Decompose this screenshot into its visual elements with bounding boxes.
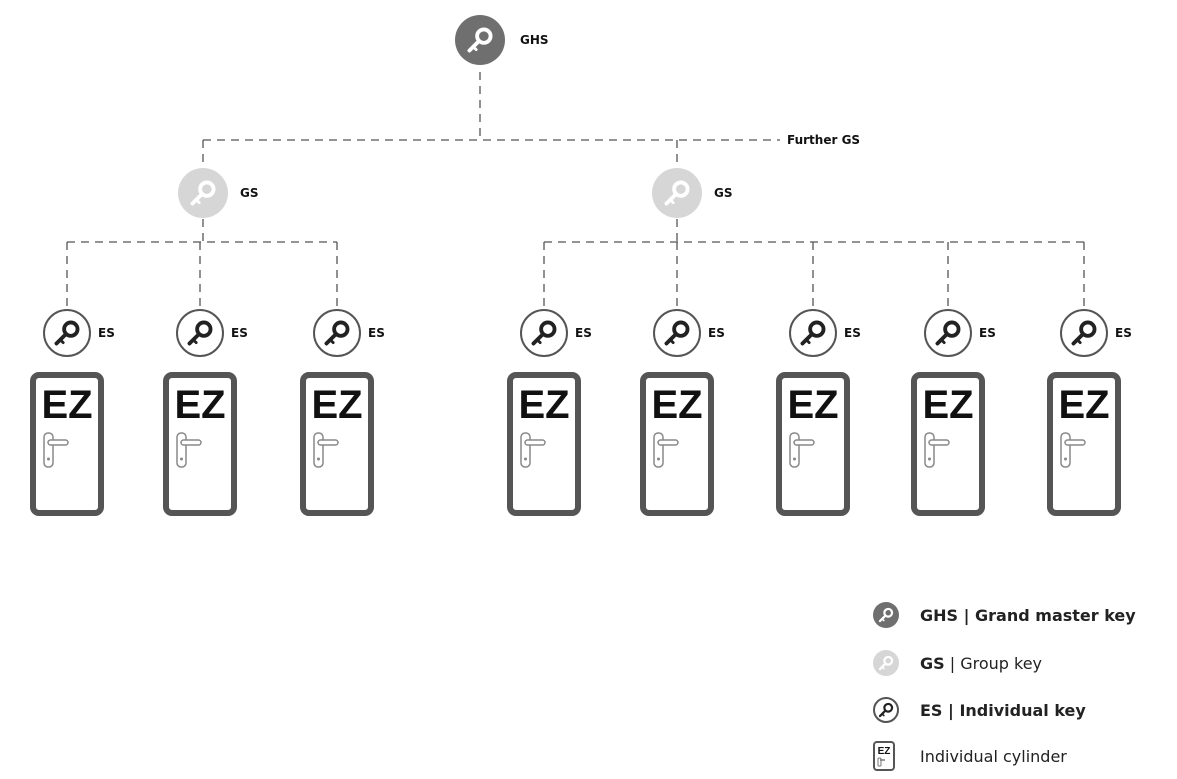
individual-key-node <box>653 309 701 357</box>
individual-key-icon <box>872 696 902 724</box>
individual-key-label: ES <box>708 326 725 340</box>
legend-item-ghs: GHS | Grand master key <box>872 601 1136 629</box>
legend-label-ghs: GHS | Grand master key <box>920 605 1136 625</box>
key-nodes: EZ EZ EZ EZ EZ EZ EZ EZ <box>30 15 1121 516</box>
further-gs-label: Further GS <box>787 133 861 147</box>
legend-item-gs: GS | Group key <box>872 649 1042 677</box>
group-key-node <box>178 168 228 218</box>
individual-key-label: ES <box>844 326 861 340</box>
group-key-node <box>652 168 702 218</box>
legend-label-gs: GS | Group key <box>920 653 1043 673</box>
cylinder-label: EZ <box>174 383 225 427</box>
individual-cylinder-icon: EZ <box>872 741 902 771</box>
individual-key-node <box>176 309 224 357</box>
individual-key-label: ES <box>1115 326 1132 340</box>
legend-label-es: ES | Individual key <box>920 700 1086 720</box>
cylinder-label: EZ <box>651 383 702 427</box>
individual-cylinder-door: EZ <box>163 372 237 516</box>
individual-cylinder-door: EZ <box>507 372 581 516</box>
cylinder-label: EZ <box>41 383 92 427</box>
individual-key-node <box>1060 309 1108 357</box>
individual-key-node <box>313 309 361 357</box>
grand-master-key-icon <box>872 601 902 629</box>
legend-item-ez: EZ Individual cylinder <box>872 741 1067 771</box>
individual-cylinder-door: EZ <box>30 372 104 516</box>
legend-label-ez: Individual cylinder <box>920 746 1067 766</box>
group-key-icon <box>872 649 902 677</box>
cylinder-label: EZ <box>518 383 569 427</box>
individual-key-label: ES <box>231 326 248 340</box>
legend-item-es: ES | Individual key <box>872 696 1086 724</box>
group-label: GS <box>714 186 733 200</box>
individual-key-label: ES <box>979 326 996 340</box>
individual-cylinder-door: EZ <box>640 372 714 516</box>
connector-lines <box>66 72 1085 307</box>
svg-text:EZ: EZ <box>878 746 891 757</box>
cylinder-label: EZ <box>787 383 838 427</box>
cylinder-label: EZ <box>922 383 973 427</box>
cylinder-label: EZ <box>311 383 362 427</box>
individual-key-node <box>520 309 568 357</box>
individual-key-label: ES <box>575 326 592 340</box>
individual-cylinder-door: EZ <box>911 372 985 516</box>
individual-key-node <box>789 309 837 357</box>
individual-key-label: ES <box>368 326 385 340</box>
group-label: GS <box>240 186 259 200</box>
root-label: GHS <box>520 33 549 47</box>
individual-cylinder-door: EZ <box>1047 372 1121 516</box>
grand-master-key-node <box>455 15 505 65</box>
individual-key-label: ES <box>98 326 115 340</box>
individual-key-node <box>924 309 972 357</box>
individual-cylinder-door: EZ <box>776 372 850 516</box>
cylinder-label: EZ <box>1058 383 1109 427</box>
individual-cylinder-door: EZ <box>300 372 374 516</box>
individual-key-node <box>43 309 91 357</box>
